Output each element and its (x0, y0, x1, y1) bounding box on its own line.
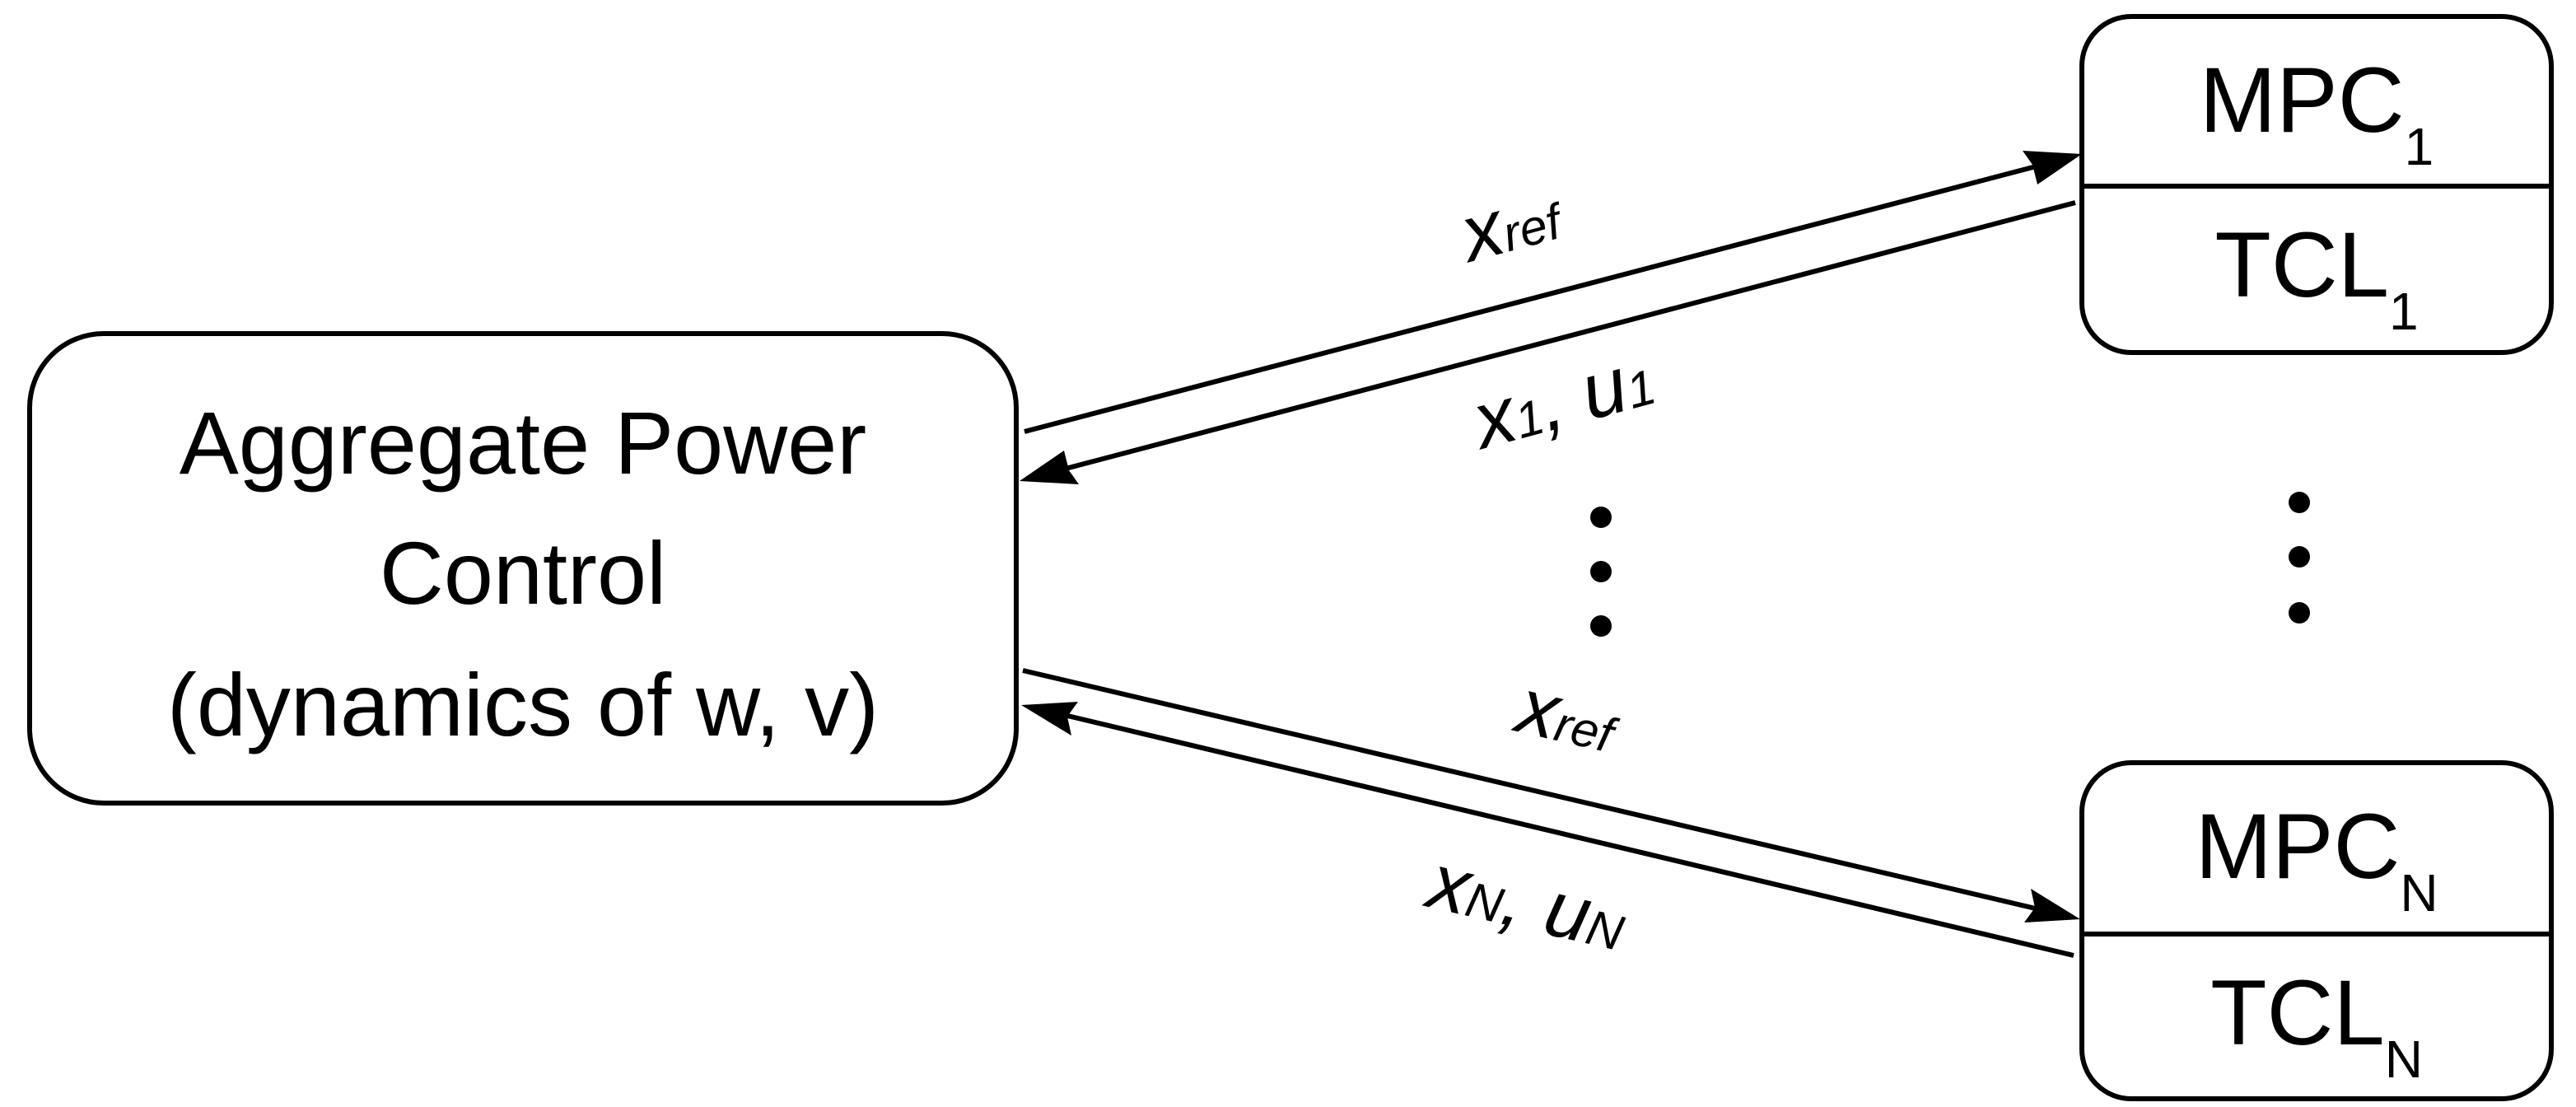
aggregate-power-control-box: Aggregate Power Control (dynamics of w, … (27, 331, 1019, 806)
node-n-box: MPCN TCLN (2079, 760, 2554, 1101)
arrow-state-from-node-1 (1020, 200, 2076, 484)
controller-line-3: (dynamics of w, v) (167, 655, 879, 754)
tcl-1-label: TCL1 (2214, 213, 2418, 341)
ellipsis-right (2289, 492, 2310, 624)
arrow-state-from-node-n (1021, 702, 2074, 958)
mpc-n-label: MPCN (2195, 795, 2438, 922)
arrow-ref-to-node-1 (1024, 151, 2082, 434)
controller-line-1: Aggregate Power (180, 393, 867, 493)
mpc-1-label: MPC1 (2200, 49, 2434, 176)
arrow-ref-to-node-n (1022, 668, 2080, 922)
ellipsis-middle (1590, 507, 1612, 637)
controller-line-2: Control (380, 523, 666, 623)
tcl-n-label: TCLN (2210, 961, 2423, 1089)
edge-label-top-ref: xref (1449, 167, 1573, 279)
edge-label-top-state: x1, u1 (1461, 334, 1663, 467)
node-1-box: MPC1 TCL1 (2079, 14, 2554, 355)
edge-label-bottom-state: xN, uN (1417, 836, 1635, 968)
edge-label-bottom-ref: xref (1506, 661, 1628, 770)
